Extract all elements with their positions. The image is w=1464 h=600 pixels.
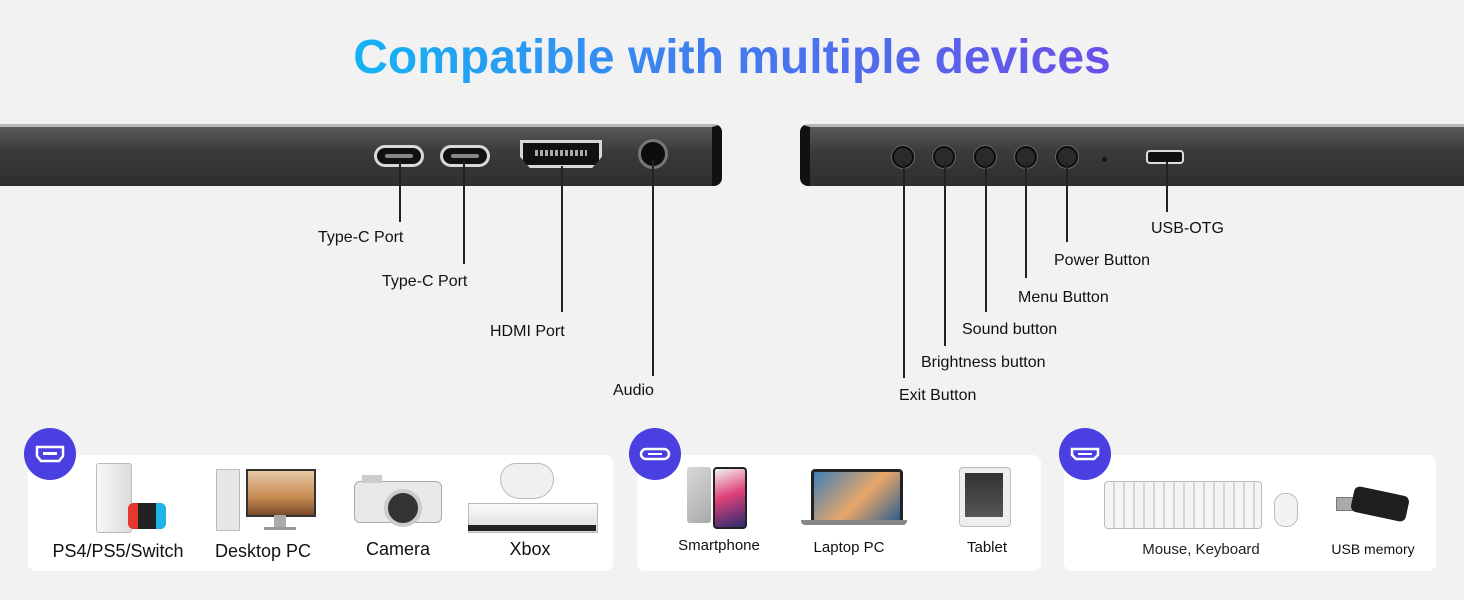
micro-usb-badge: [1059, 428, 1111, 480]
leader-line: [463, 160, 465, 264]
type-c-port-label-2: Type-C Port: [382, 273, 468, 290]
smartphone-illustration: [687, 467, 747, 529]
usb-c-badge: [629, 428, 681, 480]
device-label: USB memory: [1331, 541, 1415, 557]
hdmi-port: [520, 140, 602, 168]
hdmi-port-label: HDMI Port: [490, 323, 565, 340]
page-title: Compatible with multiple devices: [0, 30, 1464, 85]
hdmi-icon: [35, 445, 65, 463]
hdmi-devices-card: PS4/PS5/Switch Desktop PC Camera Xbox: [28, 455, 613, 571]
menu-button-label: Menu Button: [1018, 289, 1109, 306]
laptop-illustration: [801, 469, 907, 525]
tablet-illustration: [955, 467, 1019, 527]
monitor-side-right: [800, 124, 1464, 186]
keyboard-mouse-illustration: [1104, 469, 1298, 529]
device-label: Smartphone: [678, 537, 760, 554]
device-label: PS4/PS5/Switch: [52, 541, 184, 561]
leader-line: [1025, 162, 1027, 278]
type-c-devices-card: Smartphone Laptop PC Tablet: [637, 455, 1041, 571]
leader-line: [561, 166, 563, 312]
device-label: Camera: [365, 539, 431, 559]
device-label: Laptop PC: [813, 539, 885, 556]
device-label: Mouse, Keyboard: [1142, 541, 1260, 558]
audio-label: Audio: [613, 382, 654, 399]
usb-otg-label: USB-OTG: [1151, 220, 1224, 237]
hdmi-badge: [24, 428, 76, 480]
micro-usb-icon: [1070, 447, 1100, 461]
leader-line: [652, 160, 654, 376]
xbox-illustration: [468, 463, 598, 535]
power-button-label: Power Button: [1054, 252, 1151, 269]
sound-button-label: Sound button: [962, 321, 1058, 338]
device-label: Desktop PC: [214, 541, 312, 561]
indicator-light: [1102, 157, 1107, 162]
leader-line: [903, 162, 905, 378]
usb-memory-illustration: [1336, 485, 1411, 525]
device-label: Xbox: [509, 539, 551, 559]
exit-button-label: Exit Button: [899, 387, 977, 404]
leader-line: [985, 162, 987, 312]
type-c-port-label-1: Type-C Port: [318, 229, 404, 246]
brightness-button-label: Brightness button: [921, 354, 1046, 371]
page-title-text: Compatible with multiple devices: [353, 31, 1111, 84]
leader-line: [1166, 162, 1168, 212]
leader-line: [399, 160, 401, 222]
console-illustration: [96, 463, 166, 535]
otg-devices-card: Mouse, Keyboard USB memory: [1064, 455, 1436, 571]
leader-line: [1066, 162, 1068, 242]
type-c-port-2: [440, 145, 490, 167]
device-label: Tablet: [966, 539, 1008, 556]
camera-illustration: [354, 475, 444, 531]
desktop-pc-illustration: [216, 469, 316, 535]
monitor-side-left: [0, 124, 722, 186]
usb-c-icon: [639, 447, 671, 461]
leader-line: [944, 162, 946, 346]
usb-otg-port: [1146, 150, 1184, 164]
